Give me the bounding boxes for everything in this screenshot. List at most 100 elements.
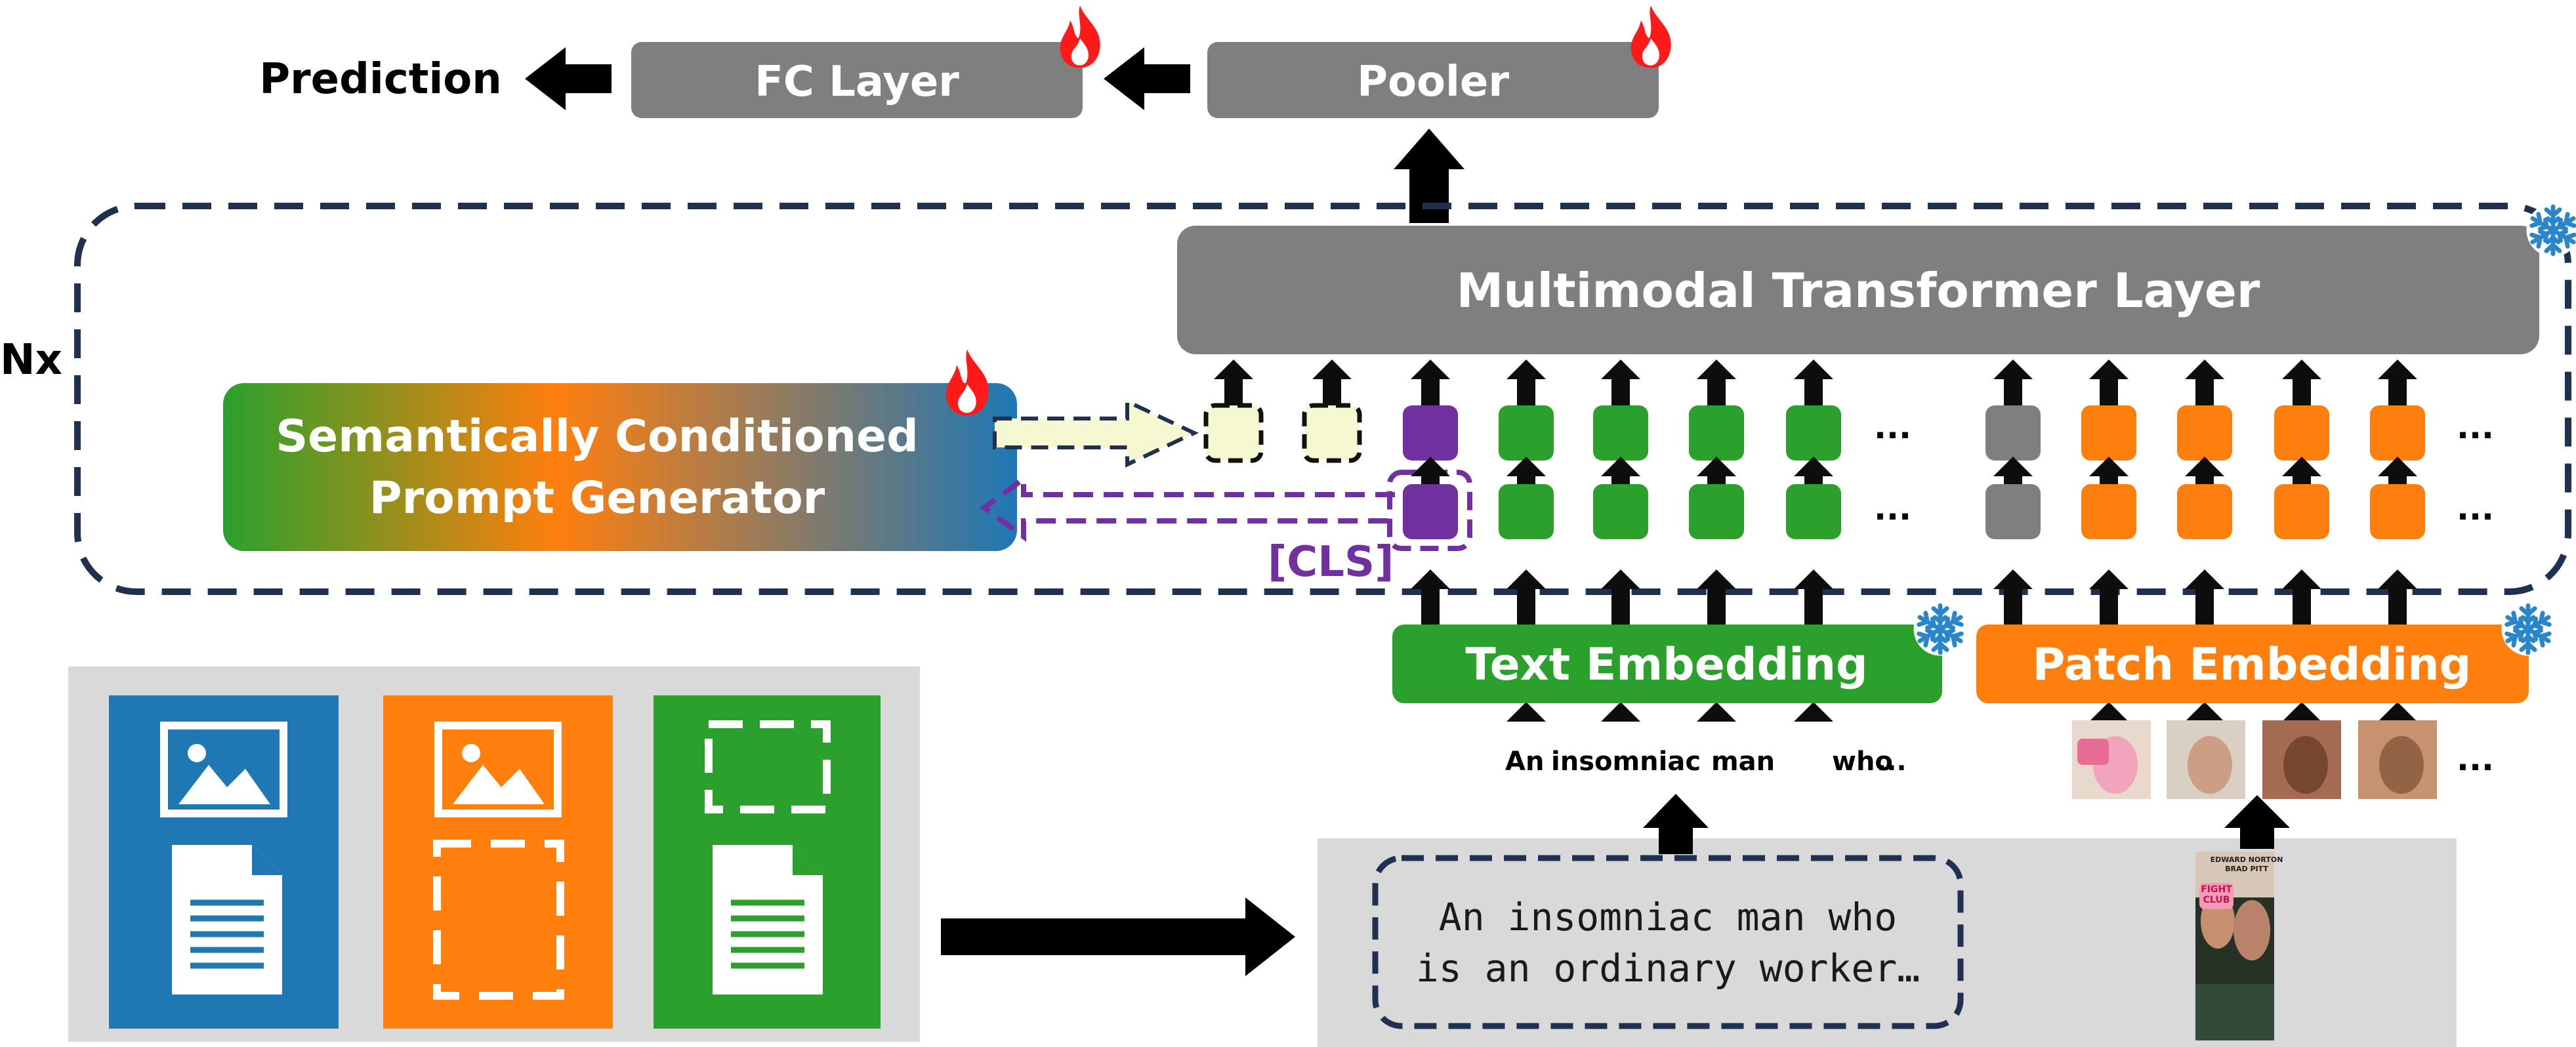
patch-token-output <box>2081 405 2136 461</box>
token-grid <box>1203 359 2425 722</box>
image-patch-thumbnail <box>2072 720 2151 799</box>
poster-title-line2: CLUB <box>2203 895 2230 905</box>
token-arrow <box>1506 359 1546 407</box>
token-arrow <box>2089 359 2129 407</box>
token-arrow <box>1794 457 1833 485</box>
text-token-input <box>1786 484 1841 539</box>
prompt-output-arrow <box>993 398 1199 468</box>
arrow-pooler-to-fc <box>1104 47 1190 110</box>
text-token-output <box>1689 405 1744 461</box>
cls-token-input <box>1403 484 1458 539</box>
input-poster-image <box>2195 852 2274 1040</box>
flame-icon <box>1060 5 1100 68</box>
embedding-arrow <box>2089 569 2129 625</box>
embedding-arrow <box>1601 569 1640 625</box>
prompt-token-arrow <box>1214 359 1253 407</box>
poster-actor1-line2: BRAD PITT <box>2225 865 2268 873</box>
poster-title-line1: FIGHT <box>2201 884 2232 895</box>
token-arrow <box>1411 359 1450 407</box>
image-patch-thumbnail <box>2167 720 2245 799</box>
embedding-arrow <box>1794 569 1833 625</box>
flame-icon <box>1631 5 1671 68</box>
text-token-input <box>1593 484 1648 539</box>
patch-ellipsis-row1: ... <box>2457 408 2494 446</box>
cls-token-output <box>1403 405 1458 461</box>
modality-card-missing-text <box>383 695 613 1029</box>
token-arrow <box>1601 457 1640 485</box>
embedding-arrow <box>2185 569 2224 625</box>
text-embedding-box <box>1392 625 1942 703</box>
patch-ellipsis-thumbs: ... <box>2457 740 2494 778</box>
missing-image-placeholder <box>705 720 831 813</box>
token-arrow <box>2282 457 2321 485</box>
patch-token-input <box>2081 484 2136 539</box>
missing-document-placeholder <box>433 840 564 1000</box>
embedding-arrow <box>2185 702 2224 722</box>
image-cls-token-output <box>1985 405 2041 461</box>
patch-token-input <box>2274 484 2329 539</box>
token-arrow <box>1697 359 1736 407</box>
token-arrow <box>1411 457 1450 485</box>
text-ellipsis-row2: ... <box>1874 489 1911 527</box>
fc-layer-box <box>631 42 1083 118</box>
token-arrow <box>1993 457 2033 485</box>
prompt-generator-line2: Prompt Generator <box>369 472 825 524</box>
token-word: An <box>1505 747 1544 777</box>
arrow-fc-to-prediction <box>525 47 612 110</box>
token-arrow <box>1993 359 2033 407</box>
embedding-arrow <box>1506 702 1546 722</box>
embedding-arrow <box>1697 702 1736 722</box>
cls-feedback-arrow <box>980 474 1395 542</box>
snowflake-icon <box>1914 603 1967 656</box>
input-text-box <box>1372 855 1964 1029</box>
prediction-label: Prediction <box>259 55 502 104</box>
arrow-image-to-patches <box>2224 795 2290 849</box>
token-arrow <box>2185 359 2224 407</box>
embedding-arrow <box>1411 569 1450 625</box>
token-arrow <box>2282 359 2321 407</box>
multimodal-transformer-layer <box>1177 226 2539 354</box>
nx-repeat-frame <box>74 203 2571 595</box>
token-word: insomniac <box>1551 747 1701 777</box>
text-token-output <box>1499 405 1554 461</box>
nx-label: Nx <box>0 336 62 384</box>
embedding-arrow <box>2378 569 2417 625</box>
embedding-arrow <box>1506 569 1546 625</box>
text-ellipsis-row1: ... <box>1874 408 1911 446</box>
token-word: ... <box>1877 747 1907 777</box>
patch-token-output <box>2177 405 2232 461</box>
pooler-box <box>1207 42 1659 118</box>
input-text-line2: is an ordinary worker… <box>1416 946 1920 991</box>
arrow-transformer-to-pooler <box>1394 129 1465 223</box>
token-word: who <box>1832 747 1893 777</box>
embedding-arrow <box>1794 702 1833 722</box>
prompt-token <box>1203 403 1264 463</box>
text-token-output <box>1786 405 1841 461</box>
embedding-arrow <box>2282 702 2321 722</box>
patch-token-output <box>2274 405 2329 461</box>
token-arrow <box>1794 359 1833 407</box>
token-arrow <box>2378 457 2417 485</box>
text-token-input <box>1689 484 1744 539</box>
text-token-input <box>1499 484 1554 539</box>
token-word: man <box>1711 747 1775 777</box>
patch-embedding-label: Patch Embedding <box>2033 639 2472 691</box>
patch-token-input <box>2177 484 2232 539</box>
embedding-arrow <box>2378 702 2417 722</box>
token-arrow <box>2378 359 2417 407</box>
snowflake-icon <box>2502 603 2555 656</box>
patch-token-input <box>2370 484 2425 539</box>
text-token-output <box>1593 405 1648 461</box>
flame-icon <box>945 349 989 416</box>
prompt-token-arrow <box>1312 359 1352 407</box>
prompt-token <box>1302 403 1362 463</box>
image-icon <box>160 722 287 817</box>
patch-ellipsis-row2: ... <box>2457 489 2494 527</box>
embedding-arrow <box>1697 569 1736 625</box>
image-patches <box>2072 720 2437 799</box>
embedding-arrow <box>2282 569 2321 625</box>
embedding-arrow <box>2089 702 2129 722</box>
document-icon <box>172 845 282 995</box>
image-patch-thumbnail <box>2358 720 2437 799</box>
